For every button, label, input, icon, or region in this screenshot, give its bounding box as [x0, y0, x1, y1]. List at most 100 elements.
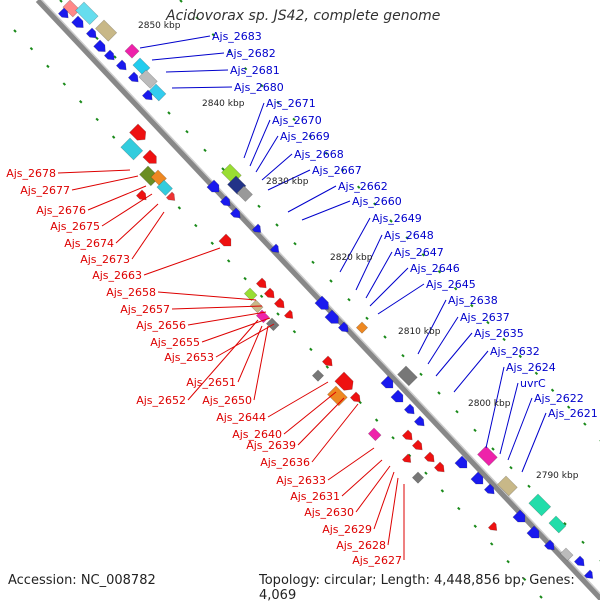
leader-line [171, 305, 263, 310]
tick-dot [457, 506, 461, 511]
leader-line [327, 447, 375, 481]
leader-line [261, 153, 293, 181]
tick-dot [113, 55, 117, 59]
gene-feature [127, 71, 139, 83]
tick-dot [311, 260, 315, 265]
kbp-label: 2810 kbp [398, 327, 441, 337]
tick-dot [486, 320, 490, 325]
tick-dot [566, 405, 571, 409]
gene-label-rev-18: Ajs_2636 [260, 456, 310, 469]
gene-label-rev-4: Ajs_2674 [64, 237, 114, 250]
leader-line [187, 319, 259, 401]
tick-dot [491, 447, 495, 451]
tick-dot [489, 542, 494, 546]
tick-dot [95, 36, 99, 41]
tick-dot [95, 117, 99, 122]
gene-feature [548, 515, 567, 534]
gene-feature [543, 539, 555, 551]
gene-feature [433, 461, 445, 473]
gene-feature [124, 43, 140, 59]
gene-label-fwd-8: Ajs_2667 [312, 164, 362, 177]
gene-label-fwd-0: Ajs_2683 [212, 30, 262, 43]
gene-label-fwd-22: Ajs_2622 [534, 392, 584, 405]
leader-line [369, 267, 409, 307]
tick-dot [389, 219, 393, 223]
gene-label-rev-15: Ajs_2644 [216, 411, 266, 424]
gene-feature [57, 7, 69, 19]
leader-line [453, 350, 489, 393]
leader-line [139, 35, 211, 49]
gene-feature [487, 521, 498, 531]
gene-feature [583, 569, 594, 579]
tick-dot [276, 100, 280, 105]
kbp-label: 2820 kbp [330, 253, 373, 263]
gene-label-rev-0: Ajs_2678 [6, 167, 56, 180]
tick-dot [308, 134, 312, 139]
leader-line [237, 325, 263, 383]
tick-dot [185, 129, 189, 134]
gene-feature [390, 389, 404, 403]
leader-line [87, 185, 147, 211]
leader-line [339, 217, 371, 273]
kbp-label: 2790 kbp [536, 471, 579, 481]
gene-feature [477, 445, 498, 467]
gene-feature [139, 165, 160, 187]
gene-feature [483, 483, 495, 495]
tick-dot [419, 372, 423, 377]
leader-line [249, 119, 271, 167]
gene-label-rev-2: Ajs_2676 [36, 204, 86, 217]
gene-label-rev-3: Ajs_2675 [50, 220, 100, 233]
tick-dot [62, 82, 67, 86]
tick-dot [111, 135, 116, 139]
leader-line [373, 471, 395, 530]
gene-feature [93, 39, 106, 52]
gene-feature [411, 439, 423, 451]
tick-dot [383, 335, 387, 339]
gene-feature [115, 59, 127, 71]
gene-labels: Ajs_2683Ajs_2682Ajs_2681Ajs_2680Ajs_2671… [6, 30, 598, 567]
gene-feature [349, 391, 361, 403]
gene-feature [403, 403, 415, 415]
gene-label-fwd-14: Ajs_2646 [410, 262, 460, 275]
gene-feature [327, 385, 348, 407]
leader-line [355, 234, 383, 291]
leader-line [143, 247, 221, 276]
kbp-label: 2850 kbp [138, 21, 181, 31]
gene-feature [142, 149, 157, 164]
gene-label-rev-11: Ajs_2653 [164, 351, 214, 364]
gene-feature [255, 277, 267, 289]
gene-label-rev-17: Ajs_2639 [246, 439, 296, 452]
gene-feature [401, 453, 412, 463]
gene-label-rev-1: Ajs_2677 [20, 184, 70, 197]
leader-line [131, 211, 165, 260]
gene-label-rev-9: Ajs_2656 [136, 319, 186, 332]
gene-feature [263, 287, 275, 299]
tick-dot [243, 66, 248, 71]
leader-line [157, 291, 257, 301]
gene-feature [283, 309, 294, 319]
leader-line [215, 323, 275, 358]
tick-dot [506, 559, 510, 564]
gene-feature [380, 375, 394, 389]
gene-feature [219, 195, 231, 207]
tick-dot [293, 241, 297, 246]
leader-line [171, 86, 233, 89]
gene-feature [129, 123, 147, 141]
tick-dot [211, 33, 216, 37]
tick-dot [167, 111, 171, 115]
accession-text: Accession: NC_008782 [8, 573, 156, 588]
gene-feature [334, 371, 354, 391]
leader-line [283, 391, 337, 435]
gene-label-fwd-18: Ajs_2635 [474, 327, 524, 340]
leader-line [287, 185, 337, 213]
gene-label-fwd-11: Ajs_2649 [372, 212, 422, 225]
leader-line [417, 299, 447, 355]
gene-label-rev-21: Ajs_2630 [304, 506, 354, 519]
leader-line [151, 52, 225, 61]
gene-label-fwd-17: Ajs_2637 [460, 311, 510, 324]
gene-feature [95, 19, 118, 42]
gene-feature [311, 369, 325, 382]
leader-line [187, 311, 267, 326]
leader-line [499, 382, 519, 455]
